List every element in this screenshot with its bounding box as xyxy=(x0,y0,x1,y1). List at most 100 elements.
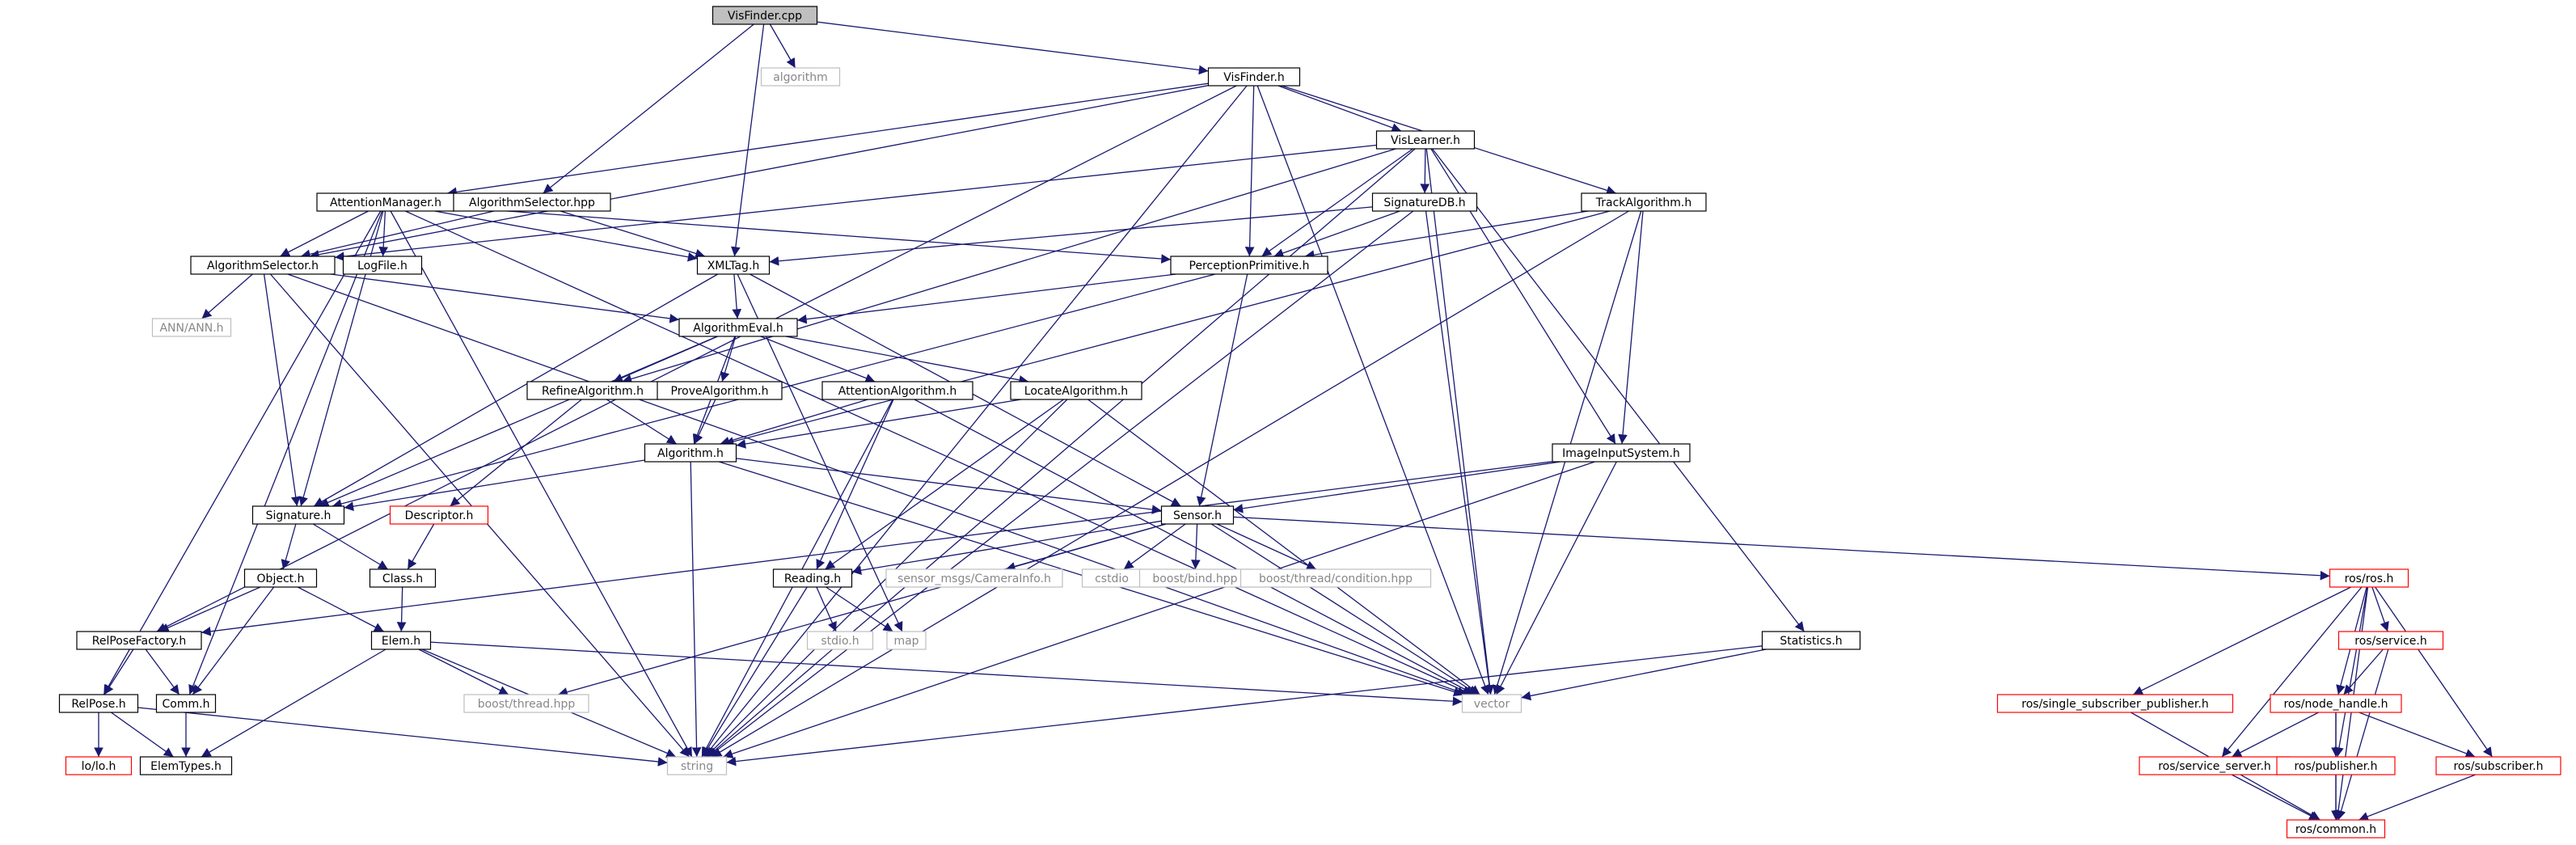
edge-ros-node-handle-h-to-ros-service-server-h xyxy=(2232,712,2319,758)
node-ros-service-server-h[interactable]: ros/service_server.h xyxy=(2139,756,2291,775)
node-algorithmselector-h[interactable]: AlgorithmSelector.h xyxy=(190,256,336,275)
node-box xyxy=(760,67,841,87)
edge-attentionmanager-h-to-perceptionprimitive-h xyxy=(454,206,1172,264)
node-descriptor-h[interactable]: Descriptor.h xyxy=(389,505,489,525)
node-label: ElemTypes.h xyxy=(150,760,222,773)
node-reading-h[interactable]: Reading.h xyxy=(772,568,853,588)
edge-attentionmanager-h-to-string xyxy=(390,210,693,758)
node-ann-ann-h: ANN/ANN.h xyxy=(151,318,232,337)
node-visfinder-h[interactable]: VisFinder.h xyxy=(1207,67,1301,87)
node-label: boost/thread.hpp xyxy=(478,698,576,711)
node-label: PerceptionPrimitive.h xyxy=(1189,260,1310,273)
node-label: ANN/ANN.h xyxy=(159,322,223,335)
edge-vislearner-h-to-string xyxy=(707,148,1416,758)
node-box xyxy=(678,318,798,337)
node-ros-common-h[interactable]: ros/common.h xyxy=(2286,819,2386,839)
node-label: VisFinder.h xyxy=(1223,71,1285,84)
node-ros-ros-h[interactable]: ros/ros.h xyxy=(2329,568,2409,588)
edge-signature-h-to-object-h xyxy=(281,523,297,570)
node-lo-lo-h[interactable]: lo/lo.h xyxy=(65,756,133,775)
node-class-h[interactable]: Class.h xyxy=(369,568,437,588)
node-box xyxy=(1581,192,1707,212)
node-label: sensor_msgs/CameraInfo.h xyxy=(897,572,1051,585)
edge-ros-ros-h-to-ros-service-server-h xyxy=(2221,586,2363,758)
node-label: Algorithm.h xyxy=(657,447,724,460)
node-relposefactory-h[interactable]: RelPoseFactory.h xyxy=(76,631,202,650)
node-relpose-h[interactable]: RelPose.h xyxy=(58,694,139,713)
node-label: AlgorithmSelector.hpp xyxy=(469,196,595,209)
node-box xyxy=(657,381,783,400)
edge-ros-node-handle-h-to-ros-subscriber-h xyxy=(2359,712,2476,758)
node-ros-subscriber-h[interactable]: ros/subscriber.h xyxy=(2435,756,2561,775)
edge-signature-h-to-class-h xyxy=(312,523,389,570)
node-label: algorithm xyxy=(773,71,828,84)
node-provealgorithm-h[interactable]: ProveAlgorithm.h xyxy=(657,381,783,400)
edge-class-h-to-elem-h xyxy=(396,586,407,632)
edge-ros-ros-h-to-ros-publisher-h xyxy=(2334,586,2368,758)
node-label: RefineAlgorithm.h xyxy=(542,385,644,398)
node-ros-single-subscriber-publisher-h[interactable]: ros/single_subscriber_publisher.h xyxy=(1996,694,2234,713)
node-elemtypes-h[interactable]: ElemTypes.h xyxy=(139,756,233,775)
node-box xyxy=(243,568,318,588)
edge-visfinder-cpp-to-xmltag-h xyxy=(731,23,765,257)
node-refinealgorithm-h[interactable]: RefineAlgorithm.h xyxy=(526,381,659,400)
node-box xyxy=(76,631,202,650)
edge-reading-h-to-string xyxy=(702,586,808,758)
edge-attentionmanager-h-to-algorithmselector-h xyxy=(280,210,369,257)
node-imageinputsystem-h[interactable]: ImageInputSystem.h xyxy=(1552,443,1691,463)
edge-relposefactory-h-to-relpose-h xyxy=(103,649,134,695)
edge-reading-h-to-stdio-h xyxy=(816,586,837,632)
edge-provealgorithm-h-to-algorithm-h xyxy=(694,399,716,445)
node-locatealgorithm-h[interactable]: LocateAlgorithm.h xyxy=(1010,381,1142,400)
edge-ros-subscriber-h-to-ros-common-h xyxy=(2359,774,2476,822)
node-label: RelPose.h xyxy=(71,698,125,711)
node-comm-h[interactable]: Comm.h xyxy=(155,694,217,713)
node-label: Object.h xyxy=(257,572,305,585)
node-attentionmanager-h[interactable]: AttentionManager.h xyxy=(316,192,455,212)
edge-trackalgorithm-h-to-string xyxy=(712,210,1629,758)
node-label: string xyxy=(681,760,713,773)
node-box xyxy=(1761,631,1861,650)
node-algorithmselector-hpp[interactable]: AlgorithmSelector.hpp xyxy=(453,192,611,212)
node-visfinder-cpp[interactable]: VisFinder.cpp xyxy=(712,6,818,25)
edge-ros-ros-h-to-ros-service-h xyxy=(2371,586,2389,632)
node-ros-node-handle-h[interactable]: ros/node_handle.h xyxy=(2270,694,2402,713)
node-logfile-h[interactable]: LogFile.h xyxy=(342,256,423,275)
node-elem-h[interactable]: Elem.h xyxy=(370,631,432,650)
node-ros-publisher-h[interactable]: ros/publisher.h xyxy=(2276,756,2396,775)
edge-vislearner-h-to-statistics-h xyxy=(1431,148,1805,632)
edge-perceptionprimitive-h-to-algorithmeval-h xyxy=(796,273,1176,324)
node-label: cstdio xyxy=(1095,572,1129,585)
node-label: LogFile.h xyxy=(357,260,408,273)
edge-relpose-h-to-elemtypes-h xyxy=(111,712,174,758)
node-vector: vector xyxy=(1461,694,1522,713)
node-sensor-h[interactable]: Sensor.h xyxy=(1160,505,1235,525)
node-xmltag-h[interactable]: XMLTag.h xyxy=(696,256,771,275)
node-statistics-h[interactable]: Statistics.h xyxy=(1761,631,1861,650)
node-perceptionprimitive-h[interactable]: PerceptionPrimitive.h xyxy=(1170,256,1328,275)
node-vislearner-h[interactable]: VisLearner.h xyxy=(1375,130,1476,150)
node-box xyxy=(2435,756,2561,775)
node-label: AttentionAlgorithm.h xyxy=(838,385,957,398)
node-algorithm-h[interactable]: Algorithm.h xyxy=(644,443,737,463)
node-label: ProveAlgorithm.h xyxy=(671,385,769,398)
node-signaturedb-h[interactable]: SignatureDB.h xyxy=(1371,192,1478,212)
edge-signaturedb-h-to-xmltag-h xyxy=(769,206,1373,266)
edge-object-h-to-comm-h xyxy=(192,586,275,695)
node-trackalgorithm-h[interactable]: TrackAlgorithm.h xyxy=(1581,192,1707,212)
node-label: TrackAlgorithm.h xyxy=(1595,196,1692,209)
node-signature-h[interactable]: Signature.h xyxy=(251,505,345,525)
node-box xyxy=(369,568,437,588)
node-label: XMLTag.h xyxy=(707,260,760,273)
edge-signaturedb-h-to-perceptionprimitive-h xyxy=(1273,210,1400,258)
edge-imageinputsystem-h-to-relposefactory-h xyxy=(201,461,1553,636)
node-object-h[interactable]: Object.h xyxy=(243,568,318,588)
node-algorithmeval-h[interactable]: AlgorithmEval.h xyxy=(678,318,798,337)
edge-visfinder-cpp-to-algorithmselector-hpp xyxy=(543,23,754,194)
node-label: boost/thread/condition.hpp xyxy=(1259,572,1413,585)
node-label: ros/service.h xyxy=(2354,635,2427,648)
node-box xyxy=(2286,819,2386,839)
edge-imageinputsystem-h-to-vector xyxy=(1496,461,1617,695)
node-ros-service-h[interactable]: ros/service.h xyxy=(2337,631,2444,650)
node-attentionalgorithm-h[interactable]: AttentionAlgorithm.h xyxy=(821,381,973,400)
